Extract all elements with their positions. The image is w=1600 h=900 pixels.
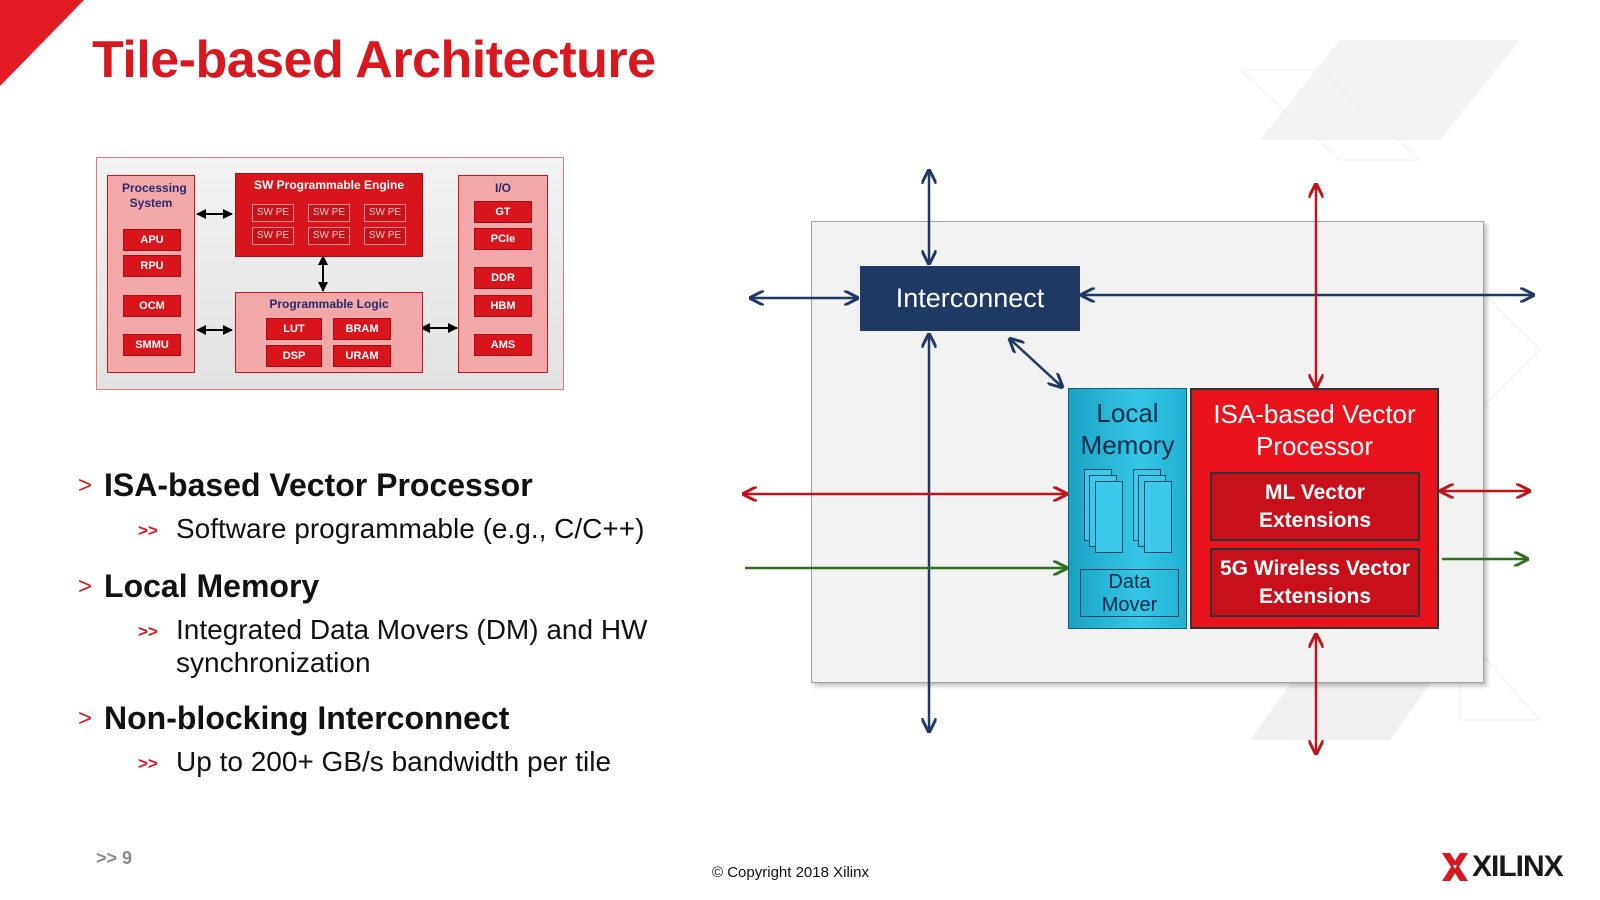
xilinx-logo: XILINX	[1442, 850, 1564, 884]
bram-block: BRAM	[333, 318, 391, 340]
lut-block: LUT	[266, 318, 322, 340]
copyright-notice: © Copyright 2018 Xilinx	[712, 864, 869, 881]
vector-processor-block: ISA-based Vector Processor ML Vector Ext…	[1190, 388, 1439, 629]
sw-pe-cell: SW PE	[364, 204, 406, 222]
bullet-subitem: >> Up to 200+ GB/s bandwidth per tile	[138, 745, 698, 778]
sub-bullet-marker: >>	[138, 754, 158, 773]
sub-bullet-text: Up to 200+ GB/s bandwidth per tile	[176, 746, 612, 777]
rpu-block: RPU	[123, 255, 181, 277]
corner-accent	[0, 0, 84, 86]
ocm-block: OCM	[123, 295, 181, 317]
sw-pe-cell: SW PE	[308, 227, 350, 245]
sw-pe-cell: SW PE	[252, 204, 294, 222]
interconnect-block: Interconnect	[860, 266, 1080, 331]
programmable-logic-title: Programmable Logic	[269, 297, 389, 311]
apu-block: APU	[123, 229, 181, 251]
local-memory-label: Local Memory	[1080, 398, 1175, 460]
bullet-marker: >	[78, 705, 93, 732]
xilinx-logo-icon	[1442, 853, 1468, 881]
sw-pe-cell: SW PE	[252, 227, 294, 245]
sw-programmable-engine-block: SW Programmable Engine SW PE SW PE SW PE…	[235, 173, 423, 257]
bullet-heading-text: Local Memory	[104, 568, 320, 604]
hbm-block: HBM	[474, 295, 532, 317]
sw-pe-cell: SW PE	[364, 227, 406, 245]
sub-bullet-marker: >>	[138, 521, 158, 540]
bullet-heading: > ISA-based Vector Processor	[78, 467, 533, 504]
xilinx-logo-text: XILINX	[1472, 850, 1564, 883]
data-mover-block: Data Mover	[1080, 569, 1179, 617]
dsp-block: DSP	[266, 345, 322, 367]
io-title: I/O	[494, 181, 511, 195]
uram-block: URAM	[333, 345, 391, 367]
page-number: >> 9	[96, 848, 133, 868]
bullet-subitem: >> Software programmable (e.g., C/C++)	[138, 512, 698, 545]
bullet-heading-text: ISA-based Vector Processor	[104, 467, 533, 503]
programmable-logic-block: Programmable Logic LUT BRAM DSP URAM	[235, 292, 423, 373]
bullet-marker: >	[78, 573, 93, 600]
bullet-heading: > Non-blocking Interconnect	[78, 700, 509, 737]
platform-overview-diagram: Processing System APU RPU OCM SMMU SW Pr…	[96, 157, 564, 390]
bullet-marker: >	[78, 472, 93, 499]
memory-bank-icon	[1095, 481, 1123, 553]
wireless-vector-extensions-block: 5G Wireless Vector Extensions	[1210, 548, 1420, 617]
ams-block: AMS	[474, 334, 532, 356]
ml-vector-extensions-block: ML Vector Extensions	[1210, 472, 1420, 541]
processing-system-title: Processing System	[122, 181, 187, 210]
interconnect-memory-arrow	[1011, 340, 1061, 386]
sub-bullet-marker: >>	[138, 622, 158, 641]
vector-processor-label: ISA-based Vector Processor	[1213, 399, 1416, 461]
overview-connector-arrows	[196, 209, 458, 335]
ddr-block: DDR	[474, 267, 532, 289]
io-block: I/O GT PCIe DDR HBM AMS	[458, 175, 548, 373]
pcie-block: PCIe	[474, 228, 532, 250]
bullet-heading: > Local Memory	[78, 568, 319, 605]
sw-engine-title: SW Programmable Engine	[253, 178, 405, 192]
sw-pe-cell: SW PE	[308, 204, 350, 222]
processing-system-block: Processing System APU RPU OCM SMMU	[107, 175, 195, 373]
bullet-subitem: >> Integrated Data Movers (DM) and HW syn…	[138, 613, 738, 679]
sub-bullet-text: Software programmable (e.g., C/C++)	[176, 513, 645, 544]
smmu-block: SMMU	[123, 334, 181, 356]
bullet-heading-text: Non-blocking Interconnect	[104, 700, 510, 736]
memory-bank-icon	[1144, 481, 1172, 553]
gt-block: GT	[474, 201, 532, 223]
sub-bullet-text: Integrated Data Movers (DM) and HW synch…	[176, 614, 648, 678]
slide-title: Tile-based Architecture	[92, 31, 656, 89]
local-memory-block: Local Memory Data Mover	[1068, 388, 1187, 629]
